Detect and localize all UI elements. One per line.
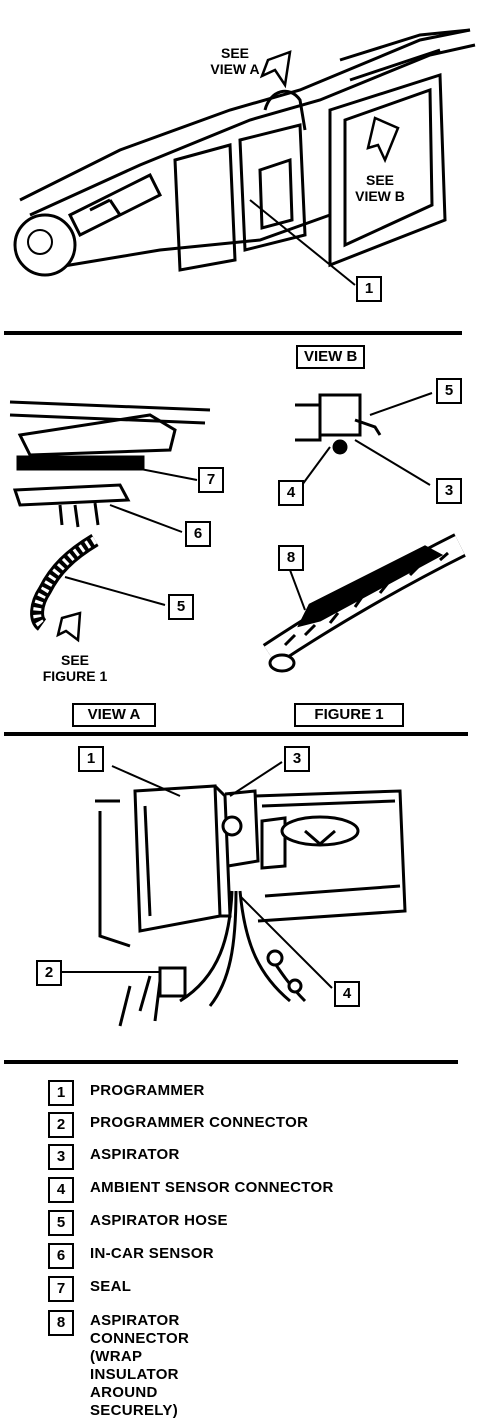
marker-1: 1 xyxy=(356,276,382,302)
legend-number: 4 xyxy=(48,1177,74,1203)
views-drawing xyxy=(9,392,466,673)
view-a-marker-7: 7 xyxy=(198,467,224,493)
programmer-drawing xyxy=(62,761,407,1027)
dashboard-drawing xyxy=(13,28,476,286)
figure-1-marker-8: 8 xyxy=(278,545,304,571)
divider-rule-3 xyxy=(4,1060,458,1064)
view-a-marker-5: 5 xyxy=(168,594,194,620)
see-figure-1-callout: SEE FIGURE 1 xyxy=(42,652,108,684)
legend-number: 1 xyxy=(48,1080,74,1106)
legend-label: AMBIENT SENSOR CONNECTOR xyxy=(90,1179,334,1196)
programmer-closeup-view: 1 3 2 4 xyxy=(0,736,496,1056)
legend-number: 8 xyxy=(48,1310,74,1336)
legend-number: 3 xyxy=(48,1144,74,1170)
view-b-label: VIEW B xyxy=(296,345,366,369)
legend-number: 2 xyxy=(48,1112,74,1138)
legend-label: IN-CAR SENSOR xyxy=(90,1245,214,1262)
programmer-marker-3: 3 xyxy=(284,746,310,772)
divider-rule-2 xyxy=(4,732,468,736)
see-view-a-callout: SEE VIEW A xyxy=(210,45,260,77)
middle-views-panel: VIEW B 5 4 3 7 6 5 8 SEE FIGURE 1 VIEW A… xyxy=(0,335,496,730)
legend-label: PROGRAMMER CONNECTOR xyxy=(90,1114,309,1131)
view-b-marker-4: 4 xyxy=(278,480,304,506)
view-a-label: VIEW A xyxy=(72,703,156,727)
legend-label: SEAL xyxy=(90,1278,132,1295)
programmer-marker-4: 4 xyxy=(334,981,360,1007)
legend-number: 6 xyxy=(48,1243,74,1269)
view-b-marker-3: 3 xyxy=(436,478,462,504)
legend-label: PROGRAMMER xyxy=(90,1082,205,1099)
legend-number: 7 xyxy=(48,1276,74,1302)
legend-label: ASPIRATOR HOSE xyxy=(90,1212,228,1229)
view-a-marker-6: 6 xyxy=(185,521,211,547)
see-view-b-callout: SEE VIEW B xyxy=(355,172,405,204)
figure-1-label: FIGURE 1 xyxy=(294,703,404,727)
view-b-marker-5: 5 xyxy=(436,378,462,404)
legend-label: ASPIRATOR xyxy=(90,1146,180,1163)
top-overview-view: SEE VIEW A SEE VIEW B 1 xyxy=(0,0,496,320)
programmer-marker-1: 1 xyxy=(78,746,104,772)
divider-rule-1 xyxy=(4,331,462,335)
legend-number: 5 xyxy=(48,1210,74,1236)
programmer-marker-2: 2 xyxy=(36,960,62,986)
legend-label: ASPIRATOR CONNECTOR (WRAP INSULATOR AROU… xyxy=(90,1312,190,1419)
